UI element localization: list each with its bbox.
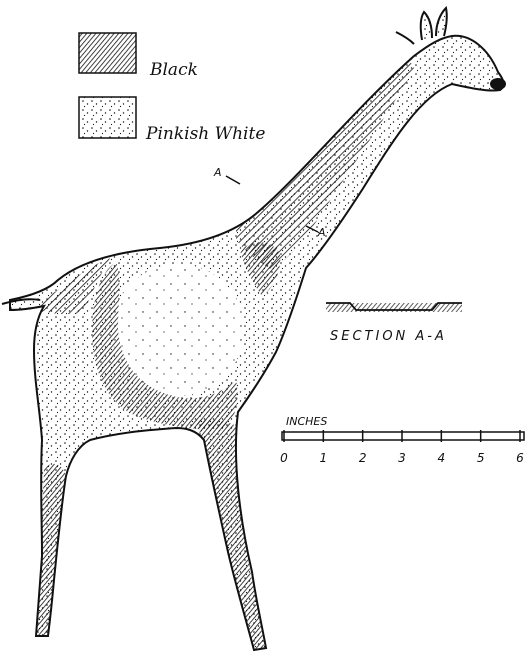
section-marker-lower: A (317, 226, 326, 239)
muzzle (490, 78, 506, 90)
scale-bar: INCHES 0 1 2 3 4 5 6 (280, 415, 524, 465)
scale-tick-label: 3 (398, 451, 406, 465)
legend-label-black: Black (149, 60, 198, 80)
hatched-swatch (79, 33, 136, 73)
scale-unit-label: INCHES (286, 415, 327, 428)
section-profile: SECTION A-A (326, 303, 462, 344)
scale-tick-label: 2 (359, 451, 367, 465)
scale-tick-label: 5 (477, 451, 485, 465)
section-marker-upper: A (213, 166, 222, 179)
legend-item-pinkish-white: Pinkish White (79, 97, 265, 144)
scale-tick-label: 4 (438, 451, 446, 465)
scale-tick-label: 0 (280, 451, 288, 465)
scale-tick-label: 1 (320, 451, 328, 465)
legend-label-pinkish-white: Pinkish White (145, 124, 265, 144)
stippled-swatch (79, 97, 136, 138)
scale-bar-body (282, 432, 524, 440)
legend-item-black: Black (79, 33, 198, 80)
scale-ticks: 0 1 2 3 4 5 6 (280, 430, 524, 465)
legend: Black Pinkish White (79, 33, 265, 144)
ossicones (396, 8, 447, 44)
section-caption: SECTION A-A (330, 329, 447, 344)
scale-tick-label: 6 (516, 451, 524, 465)
section-marker-line-upper (226, 176, 240, 184)
